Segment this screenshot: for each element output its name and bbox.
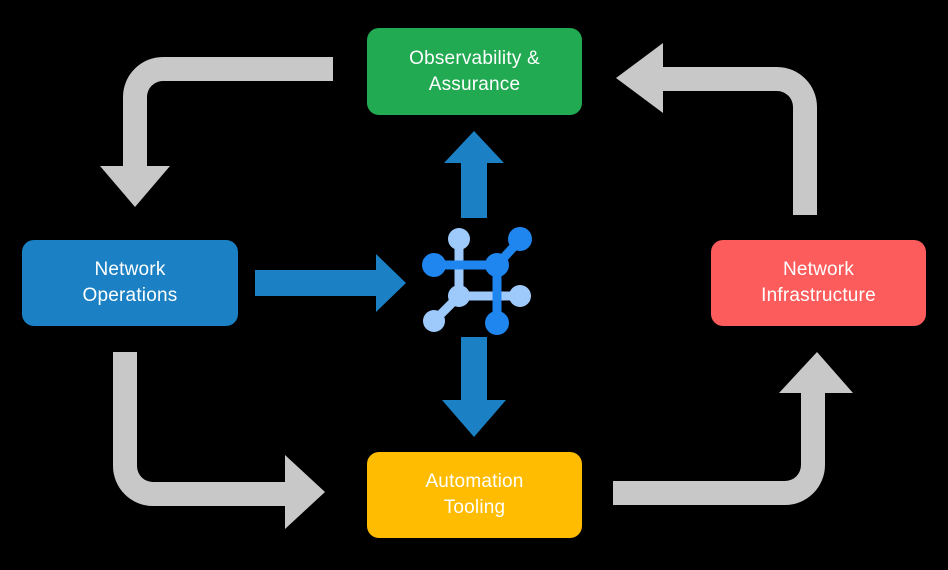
arrow-infrastructure-to-observability (616, 43, 817, 215)
arrow-center-to-automation (442, 337, 506, 437)
arrow-ops-to-automation (113, 352, 325, 529)
network-icon-light-nodes (423, 228, 531, 332)
node-observability-and-assurance[interactable]: Observability & Assurance (367, 28, 582, 115)
node-label-network-operations: Network Operations (82, 259, 178, 306)
arrow-ops-to-center (255, 254, 406, 312)
node-label-network-infrastructure: Network Infrastructure (761, 259, 876, 306)
node-network-infrastructure[interactable]: Network Infrastructure (711, 240, 926, 326)
node-label-automation-tooling: Automation Tooling (425, 471, 524, 518)
network-icon-dark-nodes (422, 227, 532, 335)
arrow-automation-to-infrastructure (613, 352, 853, 505)
arrow-center-to-observability (444, 131, 504, 218)
arrow-observability-to-ops (100, 57, 333, 207)
node-label-observability: Observability & Assurance (409, 47, 540, 95)
node-automation-tooling[interactable]: Automation Tooling (367, 452, 582, 538)
node-network-operations[interactable]: Network Operations (22, 240, 238, 326)
